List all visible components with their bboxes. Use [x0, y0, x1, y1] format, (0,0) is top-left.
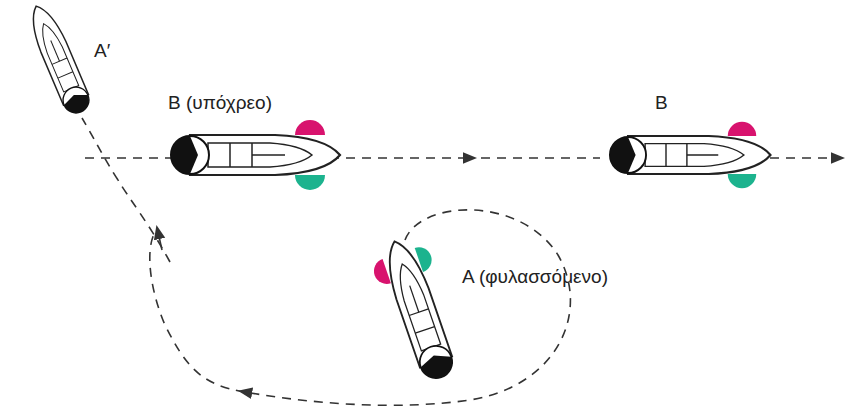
boat-label: B (υπόχρεο)	[168, 92, 272, 114]
boat-label: B	[655, 92, 668, 114]
boat-label: A′	[94, 40, 110, 62]
boat-b-later	[610, 122, 771, 188]
boat-a-stand-on	[366, 232, 469, 387]
boat-a-prime	[24, 1, 94, 117]
boat-b-give-way	[171, 120, 340, 190]
boat-label: A (φυλασσόμενο)	[462, 266, 608, 288]
